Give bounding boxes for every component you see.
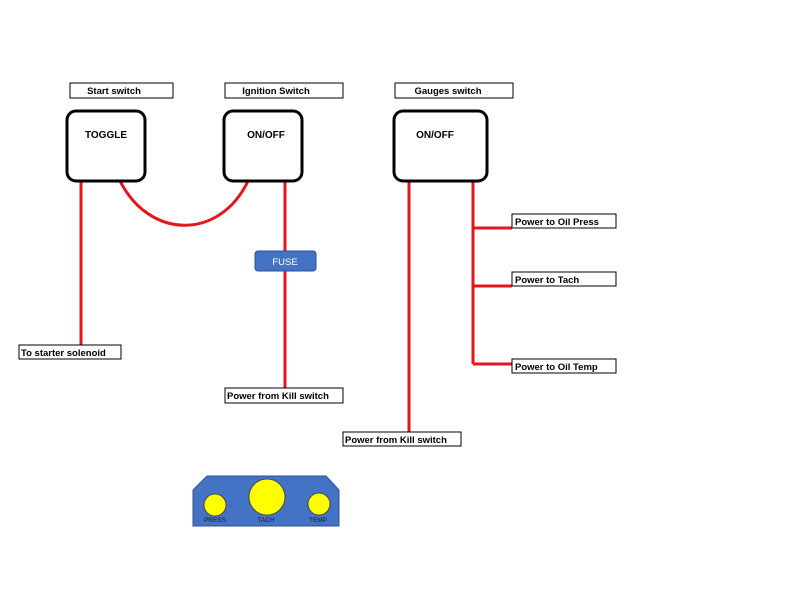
starter-solenoid-text: To starter solenoid xyxy=(21,348,106,359)
temp-gauge-label: TEMP xyxy=(309,517,327,524)
oil-press-label: Power to Oil Press xyxy=(511,213,617,229)
tach-gauge-label: TACH xyxy=(257,517,275,524)
gauges-switch-title-text: Gauges switch xyxy=(414,86,481,97)
start-switch-label: TOGGLE xyxy=(85,130,127,141)
tach-gauge xyxy=(248,478,286,516)
press-gauge-label: PRESS xyxy=(204,517,227,524)
fuse: FUSE xyxy=(254,250,317,272)
fuse-label: FUSE xyxy=(272,257,297,268)
start-switch: TOGGLE xyxy=(65,109,147,183)
wire-start-to-ignition-arc xyxy=(118,180,250,227)
gauge-panel: PRESS TACH TEMP xyxy=(192,475,340,527)
ignition-switch-title-text: Ignition Switch xyxy=(242,86,310,97)
oil-temp-label: Power to Oil Temp xyxy=(511,358,617,374)
kill-switch-gauges-label: Power from Kill switch xyxy=(342,431,462,447)
gauges-switch-label: ON/OFF xyxy=(416,130,454,141)
kill-switch-gauges-text: Power from Kill switch xyxy=(345,435,447,446)
wires xyxy=(79,180,512,432)
ignition-switch-title: Ignition Switch xyxy=(224,82,344,99)
start-switch-title-text: Start switch xyxy=(87,86,141,97)
tach-label: Power to Tach xyxy=(511,271,617,287)
oil-temp-text: Power to Oil Temp xyxy=(515,362,598,373)
oil-press-gauge xyxy=(203,493,227,517)
start-switch-title: Start switch xyxy=(69,82,174,99)
tach-text: Power to Tach xyxy=(515,275,579,286)
kill-switch-ignition-text: Power from Kill switch xyxy=(227,391,329,402)
oil-temp-gauge xyxy=(307,492,331,516)
gauges-switch-title: Gauges switch xyxy=(394,82,514,99)
kill-switch-ignition-label: Power from Kill switch xyxy=(224,387,344,404)
gauges-switch: ON/OFF xyxy=(392,109,489,183)
ignition-switch: ON/OFF xyxy=(222,109,304,183)
oil-press-text: Power to Oil Press xyxy=(515,217,599,228)
starter-solenoid-label: To starter solenoid xyxy=(18,344,122,360)
ignition-switch-label: ON/OFF xyxy=(247,130,285,141)
